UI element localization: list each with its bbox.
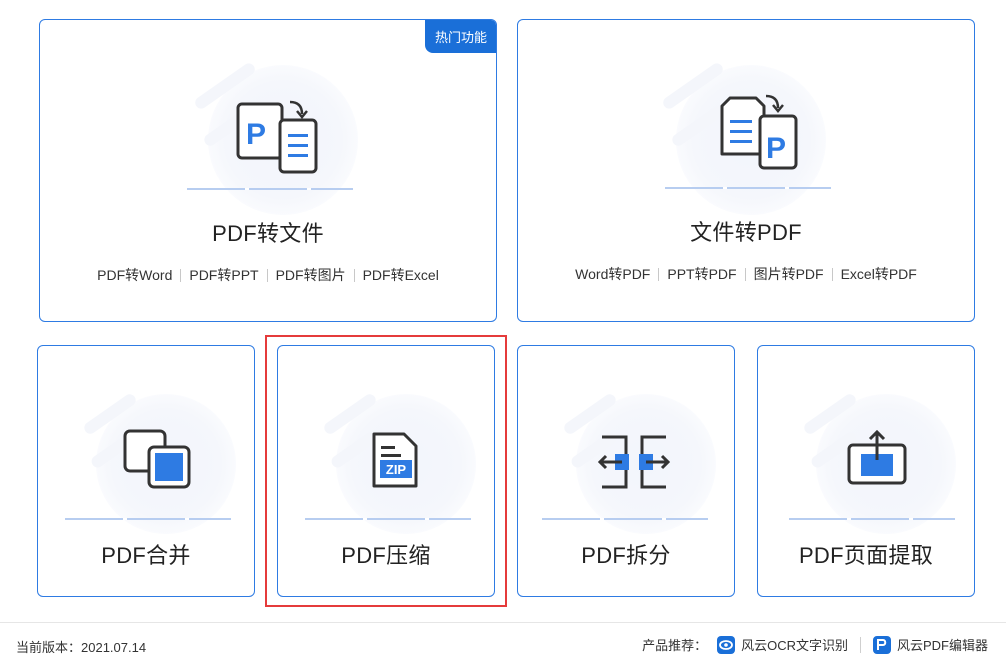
decorative-dashed-line (542, 518, 708, 520)
link-pdf-to-excel[interactable]: PDF转Excel (362, 267, 439, 283)
ocr-eye-icon (717, 635, 736, 654)
product-ocr-label: 风云OCR文字识别 (741, 638, 848, 653)
divider (266, 268, 268, 282)
divider (831, 267, 833, 281)
link-pdf-to-word[interactable]: PDF转Word (97, 267, 173, 283)
pdf-to-file-icon: P (236, 100, 318, 174)
link-word-to-pdf[interactable]: Word转PDF (575, 266, 651, 282)
divider (180, 268, 182, 282)
pdf-editor-icon (872, 635, 891, 654)
card-pdf-compress[interactable]: ZIP PDF压缩 (277, 345, 495, 597)
card-title: PDF转文件 (212, 221, 324, 246)
zip-label: ZIP (386, 462, 407, 477)
decorative-dashed-line (187, 188, 353, 190)
product-ocr-link[interactable]: 风云OCR文字识别 (717, 635, 848, 654)
card-pdf-split[interactable]: PDF拆分 (517, 345, 735, 597)
link-ppt-to-pdf[interactable]: PPT转PDF (667, 266, 737, 282)
card-title: PDF合并 (101, 543, 191, 568)
decorative-dashed-line (665, 187, 831, 189)
link-excel-to-pdf[interactable]: Excel转PDF (840, 266, 917, 282)
recommend-label: 产品推荐： (642, 638, 708, 653)
product-recommendations: 产品推荐： 风云OCR文字识别 风云PDF编辑器 (642, 635, 988, 654)
decorative-dashed-line (65, 518, 231, 520)
card-title: 文件转PDF (690, 220, 802, 245)
link-pdf-to-image[interactable]: PDF转图片 (275, 267, 346, 283)
card-file-to-pdf[interactable]: P 文件转PDF Word转PDF PPT转PDF 图片转PDF Excel转P… (517, 19, 975, 322)
divider (744, 267, 746, 281)
hot-feature-badge: 热门功能 (424, 20, 496, 53)
file-to-pdf-icon: P (720, 94, 798, 170)
product-pdf-editor-label: 风云PDF编辑器 (896, 638, 988, 653)
extract-icon (847, 430, 907, 485)
card-title: PDF页面提取 (798, 543, 934, 568)
footer-bar: 当前版本：2021.07.14 产品推荐： 风云OCR文字识别 风云PDF编辑器 (0, 622, 1006, 662)
zip-file-icon: ZIP (372, 432, 418, 488)
merge-icon (123, 429, 191, 489)
card-pdf-merge[interactable]: PDF合并 (37, 345, 255, 597)
svg-text:P: P (766, 132, 786, 165)
card-title: PDF压缩 (341, 543, 431, 568)
svg-text:P: P (246, 118, 266, 151)
product-pdf-editor-link[interactable]: 风云PDF编辑器 (872, 635, 988, 654)
split-icon (598, 435, 670, 489)
divider (353, 268, 355, 282)
link-pdf-to-ppt[interactable]: PDF转PPT (189, 267, 259, 283)
version-text: 当前版本：2021.07.14 (16, 640, 147, 655)
decorative-dashed-line (789, 518, 955, 520)
divider (859, 636, 861, 653)
decorative-dashed-line (305, 518, 471, 520)
card-pdf-to-file[interactable]: P PDF转文件 PDF转Word PDF转PPT PDF转图片 PDF转Exc… (39, 19, 497, 322)
sub-links: Word转PDF PPT转PDF 图片转PDF Excel转PDF (518, 264, 974, 284)
sub-links: PDF转Word PDF转PPT PDF转图片 PDF转Excel (40, 265, 496, 285)
link-image-to-pdf[interactable]: 图片转PDF (753, 266, 824, 282)
card-title: PDF拆分 (581, 543, 671, 568)
divider (658, 267, 660, 281)
card-pdf-extract[interactable]: PDF页面提取 (757, 345, 975, 597)
